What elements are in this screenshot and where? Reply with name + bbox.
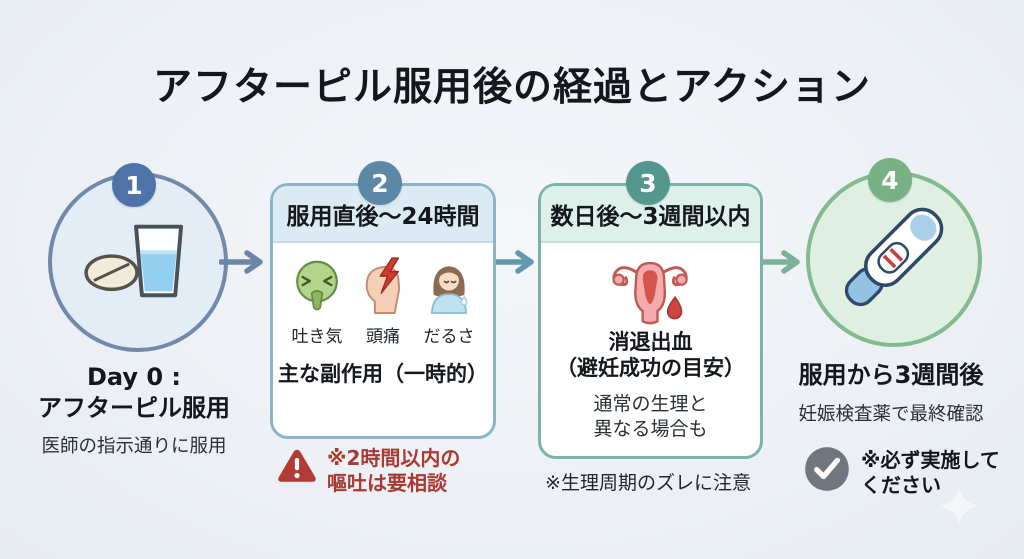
step3-title-line2: （避妊成功の目安） (556, 356, 745, 381)
step3-title: 消退出血 （避妊成功の目安） (541, 329, 760, 382)
step2-number-badge: 2 (358, 161, 402, 205)
step3-number-badge: 3 (626, 161, 670, 205)
arrow-right-icon (489, 249, 540, 279)
fatigue-woman-icon (422, 266, 476, 319)
step3-body-line2: 異なる場合も (593, 418, 708, 441)
step2-warning-line1: ※2時間以内の (327, 446, 461, 470)
arrow-right-icon (755, 249, 806, 279)
sparkle-icon (940, 487, 978, 529)
step4-title: 服用から3週間後 (798, 361, 984, 389)
step4-check-note: ※必ず実施して ください (804, 446, 1000, 498)
step4-subtitle: 妊娠検査薬で最終確認 (798, 403, 984, 425)
step2-warning-line2: 嘔吐は要相談 (327, 470, 447, 495)
warning-triangle-icon (276, 446, 318, 490)
step1-caption: Day 0 : アフターピル服用 医師の指示通りに服用 (14, 362, 254, 458)
symptom-nausea: 吐き気 (287, 257, 347, 347)
step2-symptoms-row: 吐き気 頭痛 (273, 243, 493, 347)
step1-title-line2: アフターピル服用 (38, 393, 230, 422)
symptom-fatigue: だるさ (419, 257, 479, 347)
nausea-face-icon (290, 260, 344, 319)
step1-title-line1: Day 0 : (86, 363, 182, 391)
step4-caption: 服用から3週間後 妊娠検査薬で最終確認 (784, 360, 998, 426)
step3-title-line1: 消退出血 (608, 330, 693, 354)
arrow-right-icon (218, 249, 269, 279)
symptom-headache-label: 頭痛 (366, 327, 400, 347)
step2-caption: 主な副作用（一時的） (278, 362, 488, 386)
step2-warning-text: ※2時間以内の 嘔吐は要相談 (327, 446, 460, 496)
step3-body: 消退出血 （避妊成功の目安） 通常の生理と 異なる場合も (541, 251, 760, 442)
step4-check-line2: ください (861, 472, 941, 497)
step4-check-line1: ※必ず実施して (861, 448, 1000, 472)
pregnancy-test-icon (831, 194, 957, 324)
uterus-bleeding-icon (541, 251, 760, 329)
step1-number-badge: 1 (112, 163, 156, 207)
step1-subtitle: 医師の指示通りに服用 (41, 436, 227, 458)
step3-body-line1: 通常の生理と (593, 392, 708, 415)
step3-header: 数日後〜3週間以内 (541, 186, 760, 243)
page-title: アフターピル服用後の経過とアクション (152, 65, 872, 110)
step2-warning: ※2時間以内の 嘔吐は要相談 (276, 446, 492, 496)
step3-note: ※生理周期のズレに注意 (545, 472, 751, 494)
headache-icon (356, 257, 410, 319)
step4-check-text: ※必ず実施して ください (861, 448, 1000, 498)
symptom-nausea-label: 吐き気 (291, 327, 343, 347)
pill-and-water-glass-icon (79, 213, 197, 311)
step3-card: 数日後〜3週間以内 消退出血 （避妊成功の目安） 通常の生理と 異 (538, 183, 763, 459)
step4-number-badge: 4 (868, 158, 912, 202)
check-circle-icon (804, 446, 850, 496)
symptom-fatigue-label: だるさ (423, 327, 475, 347)
symptom-headache: 頭痛 (353, 257, 413, 347)
step2-card: 服用直後〜24時間 吐き気 (270, 183, 496, 439)
step3-subtext: 通常の生理と 異なる場合も (541, 392, 760, 443)
